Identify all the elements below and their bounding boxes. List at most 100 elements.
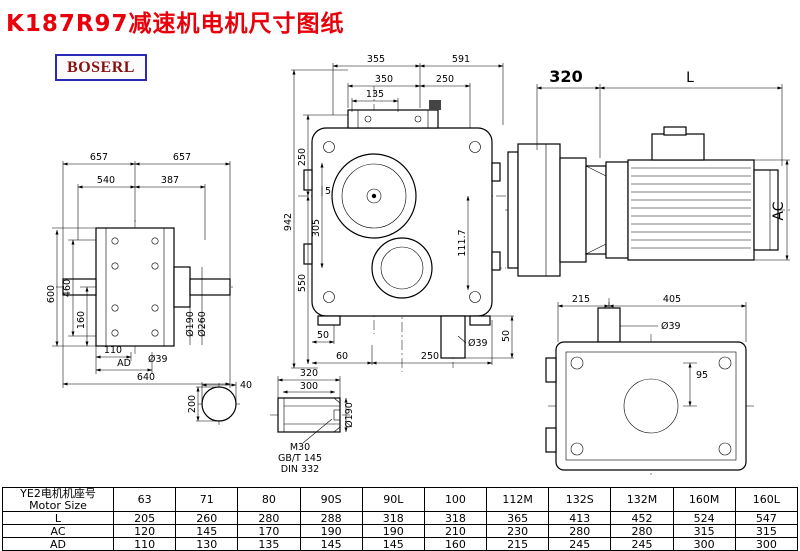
size-header: 63 xyxy=(112,486,177,513)
table-cell: 413 xyxy=(548,511,612,526)
gearbox-top-view: 657 657 540 387 600 460 160 110 AD Ø39 6… xyxy=(46,152,236,388)
dim-657-right: 657 xyxy=(173,152,191,163)
technical-drawing: 657 657 540 387 600 460 160 110 AD Ø39 6… xyxy=(46,54,793,478)
dim-591: 591 xyxy=(452,54,470,65)
table-row: L 205 260 280 288 318 318 365 413 452 52… xyxy=(2,511,799,526)
dim-L: L xyxy=(686,70,694,86)
dim-320: 320 xyxy=(549,67,582,86)
thread-label-m30: M30 xyxy=(290,442,310,453)
flange-outlines xyxy=(545,307,747,471)
dim-d39: Ø39 xyxy=(148,354,168,365)
dimension-lines xyxy=(291,63,514,369)
table-cell: 524 xyxy=(672,511,736,526)
table-cell: 280 xyxy=(548,524,612,539)
dim-40: 40 xyxy=(240,380,252,391)
table-cell: 315 xyxy=(672,524,736,539)
table-cell: 260 xyxy=(175,511,239,526)
table-cell: 452 xyxy=(610,511,674,526)
bolt-holes xyxy=(111,237,159,337)
table-cell: 245 xyxy=(610,537,674,551)
dim-d39: Ø39 xyxy=(468,338,488,349)
dim-50-bottom-left: 50 xyxy=(317,330,329,341)
size-header: 132S xyxy=(548,486,612,513)
table-cell: 245 xyxy=(548,537,612,551)
standard-din: DIN 332 xyxy=(281,464,319,475)
table-cell: 547 xyxy=(734,511,799,526)
table-cell: 318 xyxy=(423,511,488,526)
dim-540: 540 xyxy=(97,175,115,186)
dim-5: 5 xyxy=(325,186,331,197)
size-header: 100 xyxy=(423,486,488,513)
dimension-labels: 40 200 320 300 M30 GB/T 145 DIN 332 Ø190 xyxy=(187,368,355,475)
motor-fins xyxy=(631,167,751,249)
dim-350: 350 xyxy=(375,74,393,85)
size-header: 112M xyxy=(486,486,550,513)
boserl-logo: BOSERL xyxy=(55,54,147,81)
dim-305: 305 xyxy=(311,219,322,237)
table-cell: 300 xyxy=(734,537,799,551)
row-label-AD: AD xyxy=(2,537,114,551)
gearbox-front-view: 355 591 350 250 135 942 250 5 305 550 11… xyxy=(283,54,514,372)
table-cell: 120 xyxy=(112,524,177,539)
table-cell: 145 xyxy=(361,537,425,551)
dim-111-7: 111.7 xyxy=(457,229,468,256)
dim-d260: Ø260 xyxy=(197,311,208,337)
motor-size-header-cell: YE2电机机座号 Motor Size xyxy=(2,486,114,513)
dim-355: 355 xyxy=(367,54,385,65)
dim-320: 320 xyxy=(300,368,318,379)
shaft-end-detail: 40 200 320 300 M30 GB/T 145 DIN 332 Ø190 xyxy=(187,368,355,475)
detail-outlines xyxy=(201,386,341,433)
dim-d190: Ø190 xyxy=(344,402,355,428)
row-label-L: L xyxy=(2,511,114,526)
dim-405: 405 xyxy=(663,294,681,305)
dimension-lines xyxy=(196,376,348,444)
dim-60: 60 xyxy=(336,351,348,362)
dim-250-left: 250 xyxy=(297,148,308,166)
table-cell: 160 xyxy=(423,537,488,551)
table-cell: 205 xyxy=(112,511,177,526)
dim-ad: AD xyxy=(117,358,131,369)
size-header: 160L xyxy=(734,486,799,513)
table-cell: 210 xyxy=(423,524,488,539)
dimension-labels: 355 591 350 250 135 942 250 5 305 550 11… xyxy=(283,54,512,362)
table-cell: 130 xyxy=(175,537,239,551)
dim-942: 942 xyxy=(283,213,294,231)
table-cell: 190 xyxy=(299,524,363,539)
gearbox-motor-side-view: 320 L AC xyxy=(505,67,793,277)
table-cell: 135 xyxy=(237,537,301,551)
dimension-labels: 657 657 540 387 600 460 160 110 AD Ø39 6… xyxy=(46,152,208,383)
table-cell: 145 xyxy=(299,537,363,551)
table-row: AC 120 145 170 190 190 210 230 280 280 3… xyxy=(2,524,799,539)
table-cell: 288 xyxy=(299,511,363,526)
output-flange-bottom-view: 215 405 Ø39 95 xyxy=(545,294,754,478)
dim-135: 135 xyxy=(366,89,384,100)
front-view-outlines xyxy=(303,100,501,359)
dim-550: 550 xyxy=(297,274,308,292)
dim-460: 460 xyxy=(62,279,73,297)
table-cell: 365 xyxy=(486,511,550,526)
size-header: 90S xyxy=(299,486,363,513)
dim-600: 600 xyxy=(46,285,57,303)
bores-and-holes xyxy=(323,141,481,303)
dim-d190: Ø190 xyxy=(185,311,196,337)
table-row: AD 110 130 135 145 145 160 215 245 245 3… xyxy=(2,537,799,551)
dim-95: 95 xyxy=(696,370,708,381)
table-cell: 170 xyxy=(237,524,301,539)
size-header: 71 xyxy=(175,486,239,513)
dimension-labels: 320 L AC xyxy=(549,67,787,221)
dim-110: 110 xyxy=(104,345,122,356)
size-header: 132M xyxy=(610,486,674,513)
table-cell: 318 xyxy=(361,511,425,526)
dim-640: 640 xyxy=(137,372,155,383)
dim-250-bottom: 250 xyxy=(421,351,439,362)
table-cell: 145 xyxy=(175,524,239,539)
dim-50-bottom-right: 50 xyxy=(501,330,512,342)
table-cell: 300 xyxy=(672,537,736,551)
size-header: 80 xyxy=(237,486,301,513)
size-header: 90L xyxy=(361,486,425,513)
table-cell: 280 xyxy=(237,511,301,526)
motor-size-label-cn: YE2电机机座号 xyxy=(20,487,96,500)
dim-d39: Ø39 xyxy=(661,321,681,332)
table-cell: 280 xyxy=(610,524,674,539)
table-cell: 230 xyxy=(486,524,550,539)
